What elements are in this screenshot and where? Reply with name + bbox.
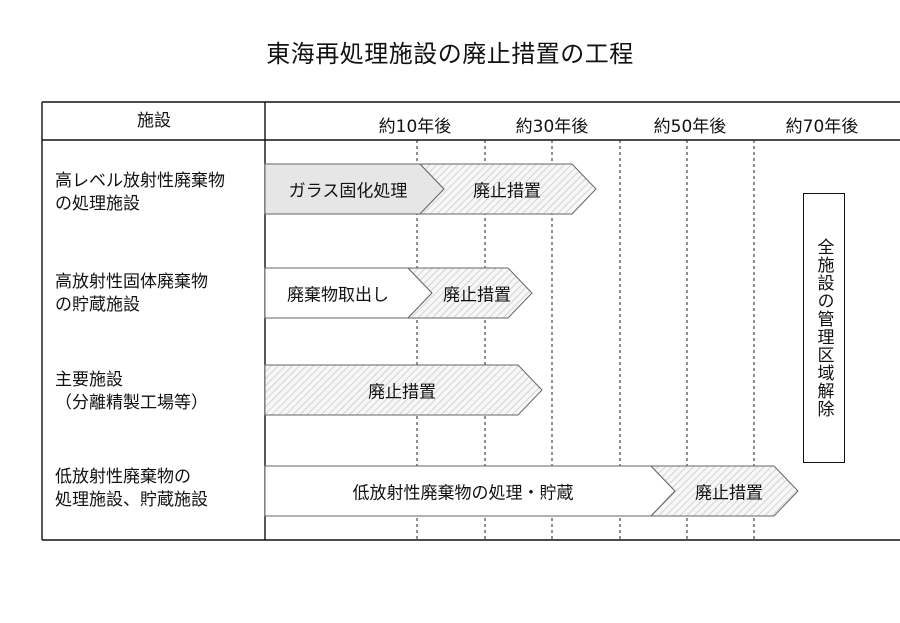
facility-name-line: 主要施設 [55, 370, 123, 390]
milestone-70-years: 約70年後 [785, 117, 859, 137]
facility-name-line: （分離精製工場等） [55, 393, 208, 413]
bar-label-waste-retrieval: 廃棄物取出し [287, 285, 389, 306]
facility-column-header: 施設 [137, 111, 171, 131]
bar-row2-decommissioning [406, 267, 533, 319]
milestone-10-years: 約10年後 [378, 117, 452, 137]
bar-row3-decommissioning [264, 364, 543, 416]
facility-name-main: 主要施設 （分離精製工場等） [55, 369, 208, 415]
bar-row4-decommissioning [649, 465, 799, 517]
diagram-title: 東海再処理施設の廃止措置の工程 [266, 40, 634, 68]
bar-label-decommissioning: 廃止措置 [443, 285, 511, 306]
bar-label-low-level-waste: 低放射性廃棄物の処理・貯蔵 [352, 483, 574, 504]
milestone-50-years: 約50年後 [653, 117, 727, 137]
bar-label-decommissioning: 廃止措置 [695, 483, 763, 504]
milestone-30-years: 約30年後 [515, 117, 589, 137]
facility-name-llw: 低放射性廃棄物の 処理施設、貯蔵施設 [55, 466, 208, 512]
facility-name-line: の処理施設 [55, 194, 140, 214]
facility-name-line: 高放射性固体廃棄物 [55, 272, 208, 292]
facility-name-line: の貯蔵施設 [55, 295, 140, 315]
bar-label-vitrification: ガラス固化処理 [288, 181, 408, 202]
facility-name-line: 高レベル放射性廃棄物 [55, 171, 225, 191]
bar-label-decommissioning: 廃止措置 [473, 181, 541, 202]
controlled-area-release-box: 全施設の管理区域解除 [803, 193, 845, 463]
facility-name-line: 処理施設、貯蔵施設 [55, 490, 208, 510]
bar-row1-decommissioning [418, 163, 597, 215]
facility-name-hlw: 高レベル放射性廃棄物 の処理施設 [55, 170, 225, 216]
facility-name-line: 低放射性廃棄物の [55, 467, 191, 487]
controlled-area-release-text: 全施設の管理区域解除 [813, 238, 834, 418]
facility-name-solid-waste: 高放射性固体廃棄物 の貯蔵施設 [55, 271, 208, 317]
bar-label-decommissioning: 廃止措置 [368, 382, 436, 403]
